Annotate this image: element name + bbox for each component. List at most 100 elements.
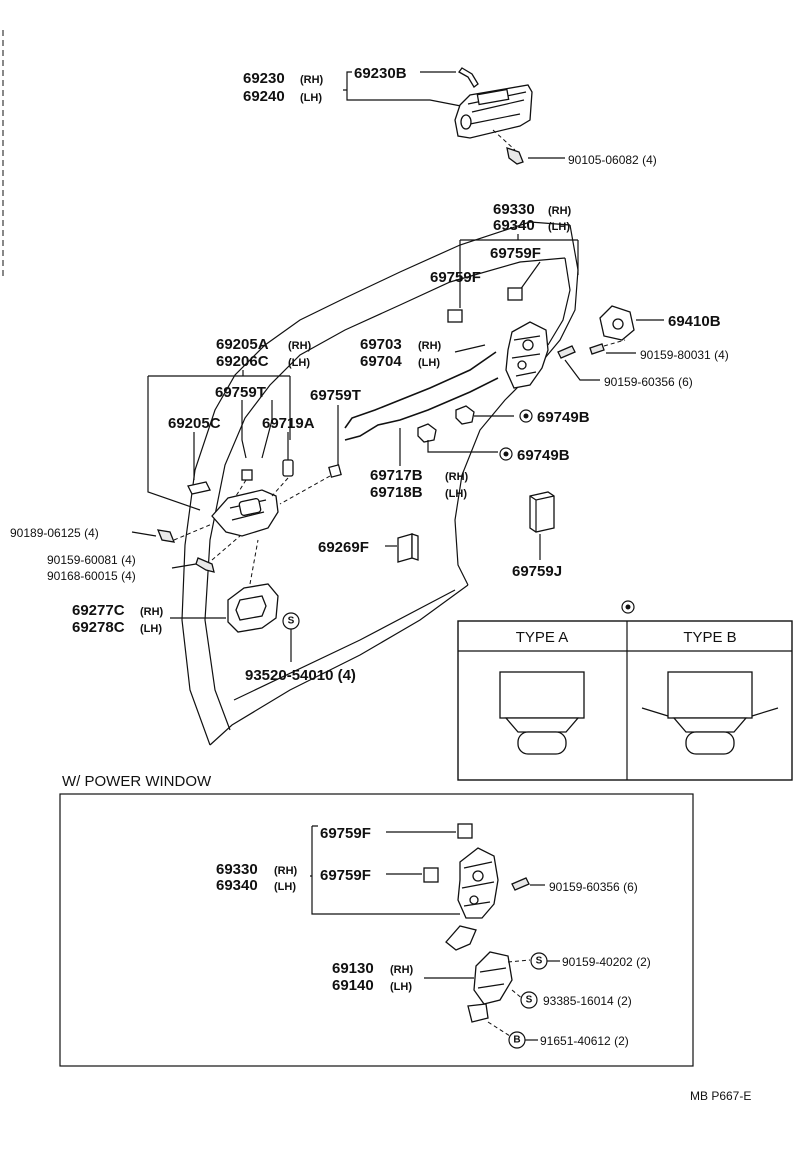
outside-handle-bracket bbox=[343, 71, 467, 108]
door-lock-icon bbox=[505, 321, 549, 389]
pw-lock-assy-rh-number: 69330 bbox=[216, 861, 258, 878]
lock-assy-bracket bbox=[459, 234, 579, 308]
striker-screw-icon bbox=[589, 343, 605, 355]
grommet2-leader bbox=[427, 440, 498, 453]
inside-handle-rh-number: 69205A bbox=[216, 336, 269, 353]
power-window-title: W/ POWER WINDOW bbox=[62, 773, 212, 790]
type-b-grommet-icon bbox=[641, 671, 779, 755]
handle-bolt-dash bbox=[492, 129, 516, 151]
nut-dash bbox=[173, 523, 213, 541]
outside-handle-rh-number: 69230 bbox=[243, 70, 285, 87]
bezel-icon bbox=[227, 583, 279, 633]
screw-2-leader bbox=[171, 563, 197, 569]
clip-t-icon-1 bbox=[241, 469, 253, 481]
left-fasteners-group: 90189-06125 (4) 90159-60081 (4) 90168-60… bbox=[10, 523, 241, 583]
inside-rod-lh-tag: (LH) bbox=[418, 357, 440, 369]
clip-t-icon-2 bbox=[328, 464, 342, 478]
pw-screw-a-symbol: S bbox=[536, 956, 543, 967]
pw-actuator-lh-tag: (LH) bbox=[390, 981, 412, 993]
grommet-group: 69749B 69749B 69717B (RH) 69718B (LH) bbox=[370, 405, 590, 501]
striker-screw-number: 90159-80031 (4) bbox=[640, 348, 729, 362]
nut-icon bbox=[156, 529, 176, 543]
lock-assy-lh-tag: (LH) bbox=[548, 221, 570, 233]
pw-bolt-c-number: 91651-40612 (2) bbox=[540, 1034, 629, 1048]
lock-assy-lh-number: 69340 bbox=[493, 217, 535, 234]
screw-2-number: 90159-60081 (4) bbox=[47, 553, 136, 567]
cushion-group: 69269F bbox=[318, 533, 419, 563]
inside-rod-lh-number: 69704 bbox=[360, 353, 402, 370]
power-window-frame bbox=[59, 793, 694, 1067]
outside-handle-screw-number: 69230B bbox=[354, 65, 407, 82]
pw-clip-f-icon-1 bbox=[457, 823, 473, 839]
clip-j-icon bbox=[529, 491, 555, 533]
pw-actuator-icon bbox=[467, 951, 513, 1023]
inside-handle-rh-tag: (RH) bbox=[288, 340, 312, 352]
screw-dash bbox=[211, 535, 241, 561]
bezel-cap-icon bbox=[187, 481, 211, 495]
type-a-label: TYPE A bbox=[516, 629, 569, 646]
lock-assy-rh-tag: (RH) bbox=[548, 205, 572, 217]
cover-icon bbox=[282, 459, 294, 477]
type-a-grommet-icon bbox=[499, 671, 585, 755]
pw-clip-f-icon-2 bbox=[423, 867, 439, 883]
nut-leader bbox=[131, 531, 157, 537]
inside-handle-bracket bbox=[147, 370, 291, 511]
bezel-lh-tag: (LH) bbox=[140, 623, 162, 635]
nut-number: 90189-06125 (4) bbox=[10, 526, 99, 540]
pw-lock-assy-lh-tag: (LH) bbox=[274, 881, 296, 893]
outside-handle-icon bbox=[454, 84, 533, 139]
pw-actuator-rh-number: 69130 bbox=[332, 960, 374, 977]
bezel-group: 69277C (RH) 69278C (LH) S 93520-54010 (4… bbox=[72, 539, 356, 684]
clip-f-number-2: 69759F bbox=[430, 269, 481, 286]
clip-t-number-2: 69759T bbox=[310, 387, 361, 404]
pw-screw-b-number: 93385-16014 (2) bbox=[543, 994, 632, 1008]
clip-f-icon bbox=[447, 287, 523, 323]
lock-screw-leader bbox=[564, 359, 600, 381]
inside-rods-group: 69703 (RH) 69704 (LH) 69759T bbox=[310, 336, 499, 478]
pw-lock-screw-number: 90159-60356 (6) bbox=[549, 880, 638, 894]
clip-t-number-1: 69759T bbox=[215, 384, 266, 401]
pw-lock-assy-bracket bbox=[310, 825, 460, 915]
striker-screw-dash bbox=[603, 339, 626, 347]
pw-clip-f-number-2: 69759F bbox=[320, 867, 371, 884]
pw-lock-assy-rh-tag: (RH) bbox=[274, 865, 298, 877]
inside-handle-dashes bbox=[235, 475, 331, 505]
lock-rod-lh-number: 69718B bbox=[370, 484, 423, 501]
outside-handle-rh-tag: (RH) bbox=[300, 74, 324, 86]
clip-t1-leader bbox=[241, 400, 273, 459]
striker-icon bbox=[599, 305, 635, 341]
screw-icon bbox=[195, 557, 215, 573]
inside-handle-lh-tag: (LH) bbox=[288, 357, 310, 369]
grommet-number-2: 69749B bbox=[517, 447, 570, 464]
clip-j-number: 69759J bbox=[512, 563, 562, 580]
type-table: TYPE A TYPE B bbox=[457, 600, 793, 781]
type-b-label: TYPE B bbox=[683, 629, 736, 646]
bezel-lh-number: 69278C bbox=[72, 619, 125, 636]
bezel-rh-number: 69277C bbox=[72, 602, 125, 619]
bezel-cap-number: 69205C bbox=[168, 415, 221, 432]
grommet-number-1: 69749B bbox=[537, 409, 590, 426]
bezel-dash bbox=[249, 539, 259, 585]
pw-actuator-lh-number: 69140 bbox=[332, 977, 374, 994]
lock-screw-number: 90159-60356 (6) bbox=[604, 375, 693, 389]
grommet-icon-1 bbox=[455, 405, 475, 425]
clip-j-group: 69759J bbox=[512, 491, 562, 580]
footer-code: MB P667-E bbox=[690, 1089, 751, 1103]
pw-screw-a-number: 90159-40202 (2) bbox=[562, 955, 651, 969]
pw-actuator-dashes bbox=[507, 959, 531, 1001]
pw-lock-assy-lh-number: 69340 bbox=[216, 877, 258, 894]
lock-rod-lh-tag: (LH) bbox=[445, 488, 467, 500]
striker-number: 69410B bbox=[668, 313, 721, 330]
outside-handle-screw-icon bbox=[458, 67, 479, 88]
inside-handle-icon bbox=[211, 489, 279, 537]
pw-bolt-dash bbox=[487, 1021, 511, 1037]
pw-door-lock-icon bbox=[445, 847, 499, 951]
power-window-section: W/ POWER WINDOW 69759F 69759F 69330 (RH)… bbox=[59, 773, 694, 1067]
cushion-number: 69269F bbox=[318, 539, 369, 556]
pw-clip-f-number-1: 69759F bbox=[320, 825, 371, 842]
inside-handle-group: 69205A (RH) 69206C (LH) 69759T 69205C 69… bbox=[147, 336, 331, 537]
door-panel-outline bbox=[181, 221, 579, 746]
screw-3-number: 90168-60015 (4) bbox=[47, 569, 136, 583]
handle-bolt-icon bbox=[506, 147, 524, 165]
lock-assembly-group: 69330 (RH) 69340 (LH) 69759F 69759F bbox=[430, 201, 579, 389]
